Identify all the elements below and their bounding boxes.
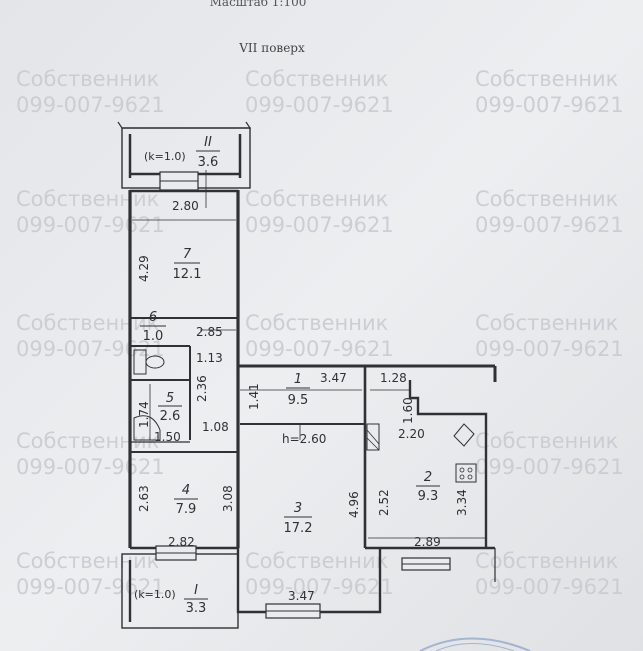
room-number: 5 [166,391,174,406]
watermark-phone: 099-007-9621 [245,337,394,361]
burner-icon [467,467,473,473]
burner-icon [459,467,465,473]
dimension-label: 1.50 [154,430,181,444]
dimension-label: 2.52 [377,489,391,516]
watermark-phone: 099-007-9621 [475,337,624,361]
room-number: 2 [424,470,432,485]
ceiling-height: h=2.60 [282,432,326,446]
dimension-label: 3.47 [320,371,347,385]
ventilation-shaft [366,423,380,451]
watermark-phone: 099-007-9621 [245,575,394,599]
dimension-label: 3.47 [288,589,315,603]
watermark-phone: 099-007-9621 [475,93,624,117]
dimension-label: 3.08 [221,485,235,512]
hatch [366,429,380,445]
watermark-group: Собственник 099-007-9621 Собственник 099… [16,67,624,599]
dimension-label: 1.74 [137,401,151,428]
watermark-phone: 099-007-9621 [475,455,624,479]
stove-icon [455,463,477,483]
dimension-label: 2.63 [137,485,151,512]
room-labels: II 3.6 (k=1.0) 7 12.1 6 1.0 5 2.6 4 7.9 … [134,135,440,616]
stamp-fragment [419,637,531,651]
dimension-label: 2.36 [195,375,209,402]
watermark-phone: 099-007-9621 [16,337,165,361]
watermark-name: Собственник [475,549,618,573]
watermark-phone: 099-007-9621 [245,93,394,117]
floor-label: VII поверх [238,41,305,55]
dimension-label: 4.29 [137,255,151,282]
sink-icon [145,355,165,369]
burner-icon [459,474,465,480]
balcony-area: 3.3 [186,601,207,616]
room-area: 9.3 [418,489,439,504]
watermark-phone: 099-007-9621 [16,93,165,117]
walls-group [117,121,497,629]
watermark-phone: 099-007-9621 [245,213,394,237]
watermark-phone: 099-007-9621 [16,575,165,599]
dimension-label: 2.82 [168,535,195,549]
room-number: 3 [294,501,302,516]
watermark-name: Собственник [245,187,388,211]
burner-icon [467,474,473,480]
bathtub-icon [133,415,161,441]
room-area: 12.1 [173,267,202,282]
dimension-label: 2.80 [172,199,199,213]
dimension-label: 3.34 [455,489,469,516]
dimension-labels: 2.80 4.29 2.85 1.13 2.36 1.74 1.50 1.08 … [137,199,469,603]
room-area: 1.0 [143,329,164,344]
watermark-phone: 099-007-9621 [16,455,165,479]
balcony-number: II [204,135,212,150]
watermark-phone: 099-007-9621 [475,213,624,237]
dimension-label: 1.28 [380,371,407,385]
dimension-label: 2.85 [196,325,223,339]
room-area: 7.9 [176,502,197,517]
watermark-name: Собственник [245,67,388,91]
watermark-name: Собственник [16,311,159,335]
watermark-name: Собственник [475,311,618,335]
dimension-label: 1.60 [401,397,415,424]
room-number: 6 [149,310,157,325]
balcony-area: 3.6 [198,155,219,170]
sink-icon [453,423,475,447]
hatch [366,437,380,451]
room-number: 1 [294,372,302,387]
watermark-name: Собственник [16,67,159,91]
watermark-phone: 099-007-9621 [475,575,624,599]
dimension-label: 4.96 [347,491,361,518]
scale-label: Масштаб 1:100 [210,0,307,9]
room-area: 2.6 [160,409,181,424]
dimension-label: 1.08 [202,420,229,434]
watermark-name: Собственник [16,549,159,573]
watermark-name: Собственник [475,429,618,453]
balcony-coef: (k=1.0) [144,150,186,163]
room-area: 9.5 [288,393,309,408]
dimension-label: 1.41 [247,383,261,410]
watermark-name: Собственник [245,311,388,335]
watermark-name: Собственник [475,67,618,91]
watermark-name: Собственник [245,549,388,573]
balcony-number: I [194,583,198,598]
watermark-phone: 099-007-9621 [16,213,165,237]
dimension-label: 1.13 [196,351,223,365]
room-number: 7 [183,247,192,262]
wall [408,380,488,548]
dimension-label: 2.89 [414,535,441,549]
balcony-coef: (k=1.0) [134,588,176,601]
room-number: 4 [182,483,190,498]
dimension-label: 2.20 [398,427,425,441]
watermark-name: Собственник [16,429,159,453]
room-area: 17.2 [284,521,313,536]
watermark-name: Собственник [475,187,618,211]
